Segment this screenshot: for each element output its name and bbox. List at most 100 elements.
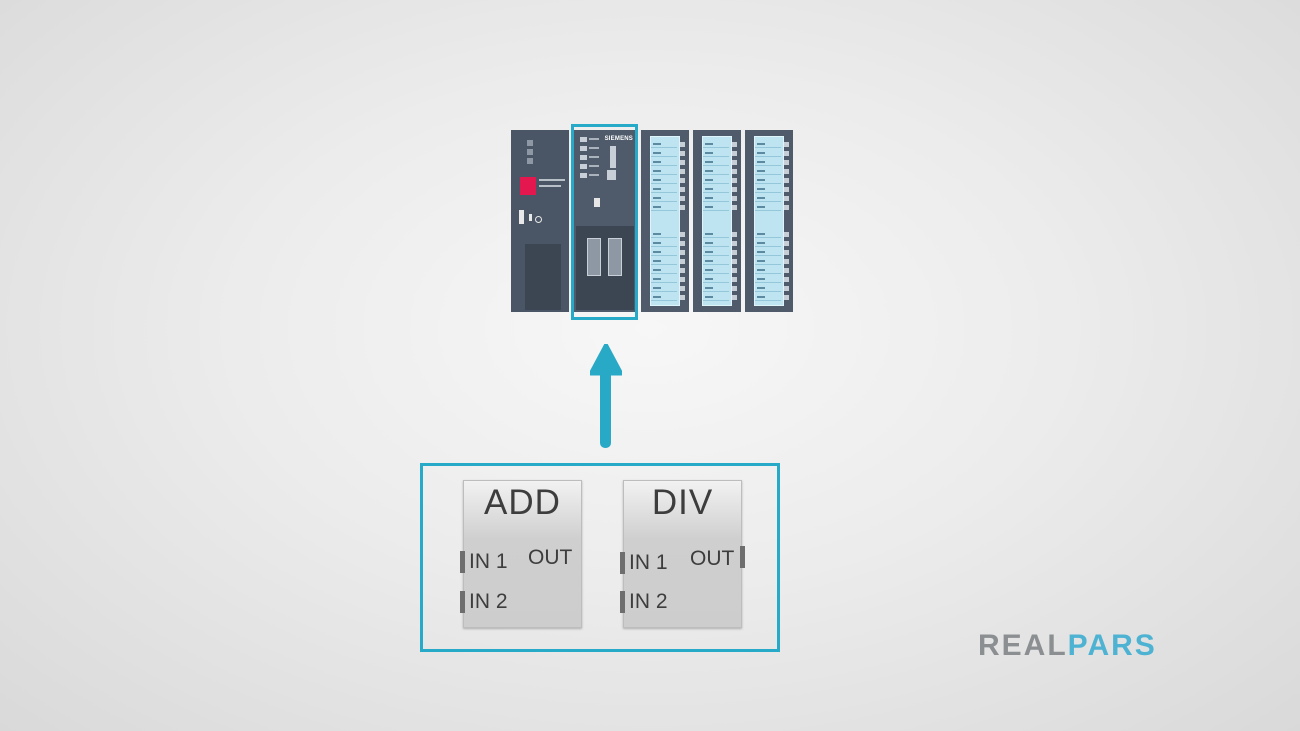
module-channel-led <box>732 160 737 165</box>
instructions-frame <box>420 463 780 652</box>
module-channel-label <box>705 179 713 181</box>
module-channel-led <box>784 169 789 174</box>
module-channel-label <box>705 269 713 271</box>
module-label-divider <box>703 210 729 211</box>
realpars-logo: REALPARS <box>978 629 1157 663</box>
module-channel-led <box>784 187 789 192</box>
module-label-divider <box>651 291 677 292</box>
module-channel-led <box>732 295 737 300</box>
block-title: ADD <box>484 483 561 522</box>
module-channel-label <box>653 242 661 244</box>
module-channel-label <box>653 206 661 208</box>
pin-out-label: OUT <box>528 546 573 569</box>
module-channel-led <box>784 151 789 156</box>
module-channel-led <box>732 187 737 192</box>
power-supply-module <box>511 130 569 312</box>
cpu-module: SIEMENS <box>572 130 637 312</box>
psu-label-line <box>539 185 561 187</box>
module-label-divider <box>755 183 781 184</box>
div-instruction-block: DIV IN 1 OUT IN 2 <box>620 480 745 628</box>
module-channel-label <box>653 233 661 235</box>
module-channel-label <box>705 287 713 289</box>
module-label-divider <box>755 255 781 256</box>
module-channel-label <box>705 242 713 244</box>
module-channel-label <box>757 143 765 145</box>
block-title: DIV <box>651 483 714 522</box>
module-channel-label <box>653 143 661 145</box>
module-channel-led <box>680 151 685 156</box>
pin-in2-label: IN 2 <box>469 590 508 613</box>
module-label-divider <box>703 282 729 283</box>
pin-out-connector <box>740 546 745 568</box>
module-channel-led <box>680 196 685 201</box>
module-channel-led <box>680 160 685 165</box>
module-label-divider <box>755 282 781 283</box>
module-label-divider <box>755 237 781 238</box>
arrow-up-icon <box>590 344 622 376</box>
cpu-led-label <box>589 156 599 158</box>
module-label-divider <box>651 210 677 211</box>
module-label-divider <box>703 147 729 148</box>
module-channel-led <box>784 250 789 255</box>
module-channel-label <box>653 179 661 181</box>
module-label-divider <box>651 300 677 301</box>
module-channel-label <box>653 296 661 298</box>
module-channel-led <box>680 268 685 273</box>
module-label-divider <box>755 300 781 301</box>
module-channel-led <box>784 142 789 147</box>
module-channel-label <box>705 152 713 154</box>
module-label-divider <box>703 255 729 256</box>
module-channel-label <box>653 161 661 163</box>
cpu-dsub-port <box>608 238 622 276</box>
module-label-divider <box>703 291 729 292</box>
module-channel-led <box>732 169 737 174</box>
module-label-divider <box>651 282 677 283</box>
cpu-status-led <box>580 137 587 142</box>
module-channel-label <box>705 251 713 253</box>
psu-label-line <box>539 179 565 181</box>
module-channel-label <box>757 152 765 154</box>
module-channel-led <box>680 250 685 255</box>
module-channel-label <box>653 269 661 271</box>
module-channel-label <box>705 260 713 262</box>
module-channel-label <box>653 197 661 199</box>
module-label-divider <box>651 273 677 274</box>
module-channel-label <box>705 143 713 145</box>
module-label-divider <box>755 174 781 175</box>
plc-rack: SIEMENS <box>511 130 797 312</box>
module-channel-label <box>757 197 765 199</box>
pin-in2-label: IN 2 <box>629 590 668 613</box>
arrow-shaft <box>600 368 611 448</box>
module-label-divider <box>651 156 677 157</box>
module-channel-label <box>705 161 713 163</box>
module-channel-label <box>653 170 661 172</box>
add-instruction-block: ADD IN 1 OUT IN 2 <box>460 480 582 628</box>
module-channel-label <box>757 269 765 271</box>
module-channel-led <box>680 241 685 246</box>
module-channel-label <box>757 251 765 253</box>
module-channel-led <box>784 277 789 282</box>
signal-module-2 <box>693 130 741 312</box>
psu-led <box>527 158 533 164</box>
module-channel-led <box>784 196 789 201</box>
cpu-mode-switch <box>594 198 600 207</box>
psu-warning-label <box>520 177 536 195</box>
module-channel-label <box>757 161 765 163</box>
module-label-divider <box>755 201 781 202</box>
psu-switch-small <box>529 214 532 221</box>
module-label-divider <box>703 192 729 193</box>
module-label-divider <box>755 147 781 148</box>
module-label-divider <box>651 237 677 238</box>
module-label-divider <box>651 192 677 193</box>
module-channel-label <box>653 251 661 253</box>
module-channel-led <box>784 241 789 246</box>
module-label-divider <box>651 255 677 256</box>
module-channel-label <box>653 287 661 289</box>
psu-led <box>527 140 533 146</box>
module-label-divider <box>651 147 677 148</box>
module-label-strip <box>702 136 732 306</box>
module-channel-label <box>705 278 713 280</box>
pin-out-label: OUT <box>690 547 735 570</box>
module-channel-led <box>732 205 737 210</box>
cpu-status-led <box>580 155 587 160</box>
